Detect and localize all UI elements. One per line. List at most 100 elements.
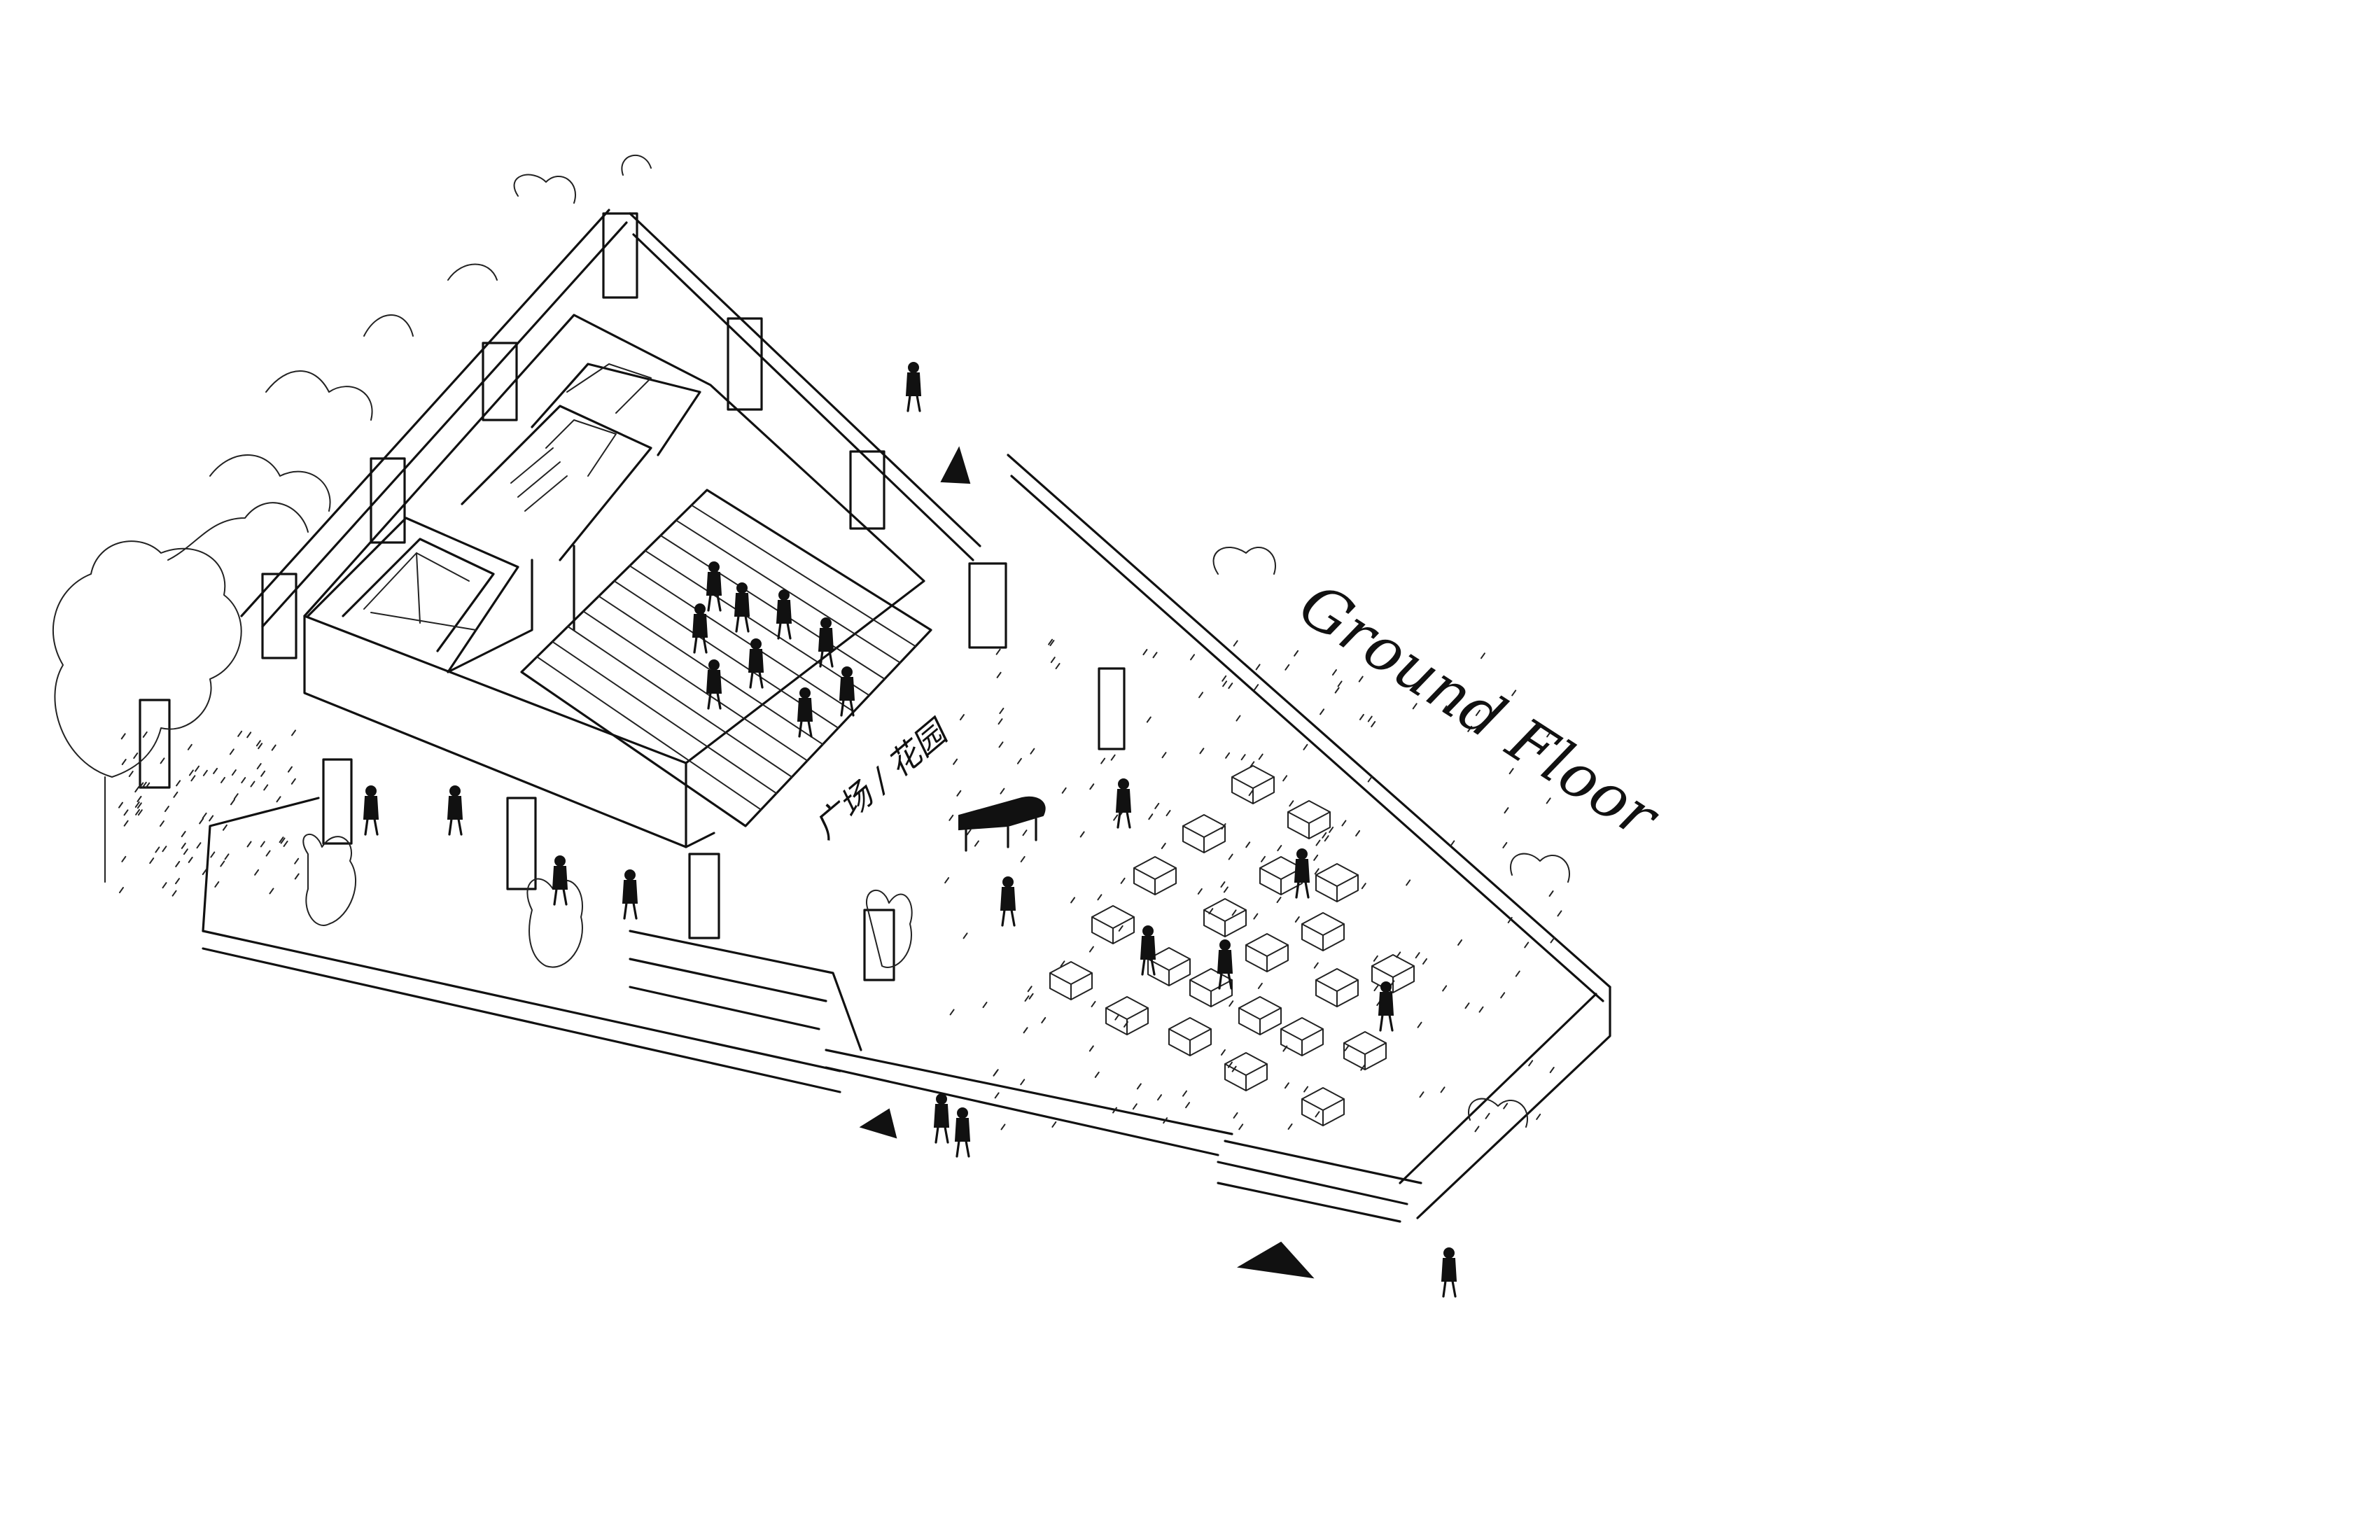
ground-tick: [265, 850, 271, 857]
ground-tick: [1208, 908, 1214, 915]
building-block: [303, 314, 925, 848]
ground-tick: [1282, 1045, 1288, 1052]
person-icon: [818, 617, 834, 668]
ground-tick: [1123, 1021, 1128, 1028]
ground-tick: [1334, 687, 1340, 694]
person-icon: [839, 666, 855, 717]
ground-tick: [290, 729, 296, 736]
ground-tick: [162, 882, 167, 889]
ground-tick: [1060, 960, 1065, 967]
trees: [52, 155, 1570, 1128]
plaza-table: [1049, 961, 1093, 1000]
ground-tick: [1221, 823, 1226, 830]
person-icon: [954, 1107, 971, 1158]
ground-tick: [260, 841, 265, 848]
plaza-table: [1238, 996, 1282, 1035]
ground-tick: [1422, 958, 1428, 965]
ground-tick: [1442, 985, 1448, 992]
ground-tick: [162, 846, 167, 853]
ground-tick: [1220, 1049, 1226, 1056]
ground-tick: [1023, 1027, 1028, 1034]
ground-tick: [175, 878, 181, 885]
ground-tick: [134, 786, 140, 793]
ground-tick: [1282, 775, 1288, 782]
ground-tick: [1536, 1113, 1541, 1120]
ground-tick: [1396, 951, 1401, 958]
ground-tick: [280, 837, 286, 844]
ground-tick: [229, 748, 234, 755]
ground-tick: [173, 791, 178, 798]
ground-tick: [1549, 1067, 1555, 1074]
ground-tick: [1091, 1000, 1096, 1007]
ground-tick: [1289, 800, 1294, 807]
ground-tick: [1337, 680, 1343, 687]
ground-tick: [1028, 993, 1034, 1000]
ground-tick: [1146, 716, 1152, 723]
plaza-table: [1091, 905, 1135, 944]
plaza-table: [1371, 954, 1415, 993]
ground-tick: [1504, 807, 1509, 814]
ground-tick: [196, 842, 202, 849]
ground-tick: [220, 776, 225, 783]
ground-tick: [258, 743, 263, 750]
ground-tick: [993, 1070, 998, 1077]
ground-tick: [137, 809, 143, 816]
ground-tick: [1163, 1117, 1168, 1124]
ground-tick: [1331, 669, 1337, 676]
ground-tick: [1161, 752, 1167, 759]
ground-tick: [997, 718, 1003, 725]
ground-tick: [136, 802, 142, 809]
ground-tick: [1314, 868, 1320, 875]
ground-tick: [141, 781, 147, 788]
ground-tick: [1089, 783, 1095, 790]
ground-tick: [1027, 986, 1032, 993]
ground-tick: [1112, 1107, 1118, 1114]
plaza-table: [1301, 912, 1345, 951]
ground-tick: [1373, 985, 1379, 992]
ground-tick: [1185, 1102, 1191, 1109]
ground-tick: [1238, 1124, 1244, 1130]
ground-tick: [1222, 675, 1227, 682]
ground-tick: [1190, 654, 1196, 661]
ground-tick: [224, 853, 230, 860]
ground-tick: [118, 802, 124, 808]
ground-tick: [230, 799, 235, 806]
person-icon: [447, 785, 463, 836]
person-icon: [905, 362, 922, 412]
ground-tick: [294, 873, 300, 880]
ground-tick: [1415, 952, 1420, 959]
ground-tick: [1120, 877, 1126, 884]
ground-tick: [1110, 754, 1116, 761]
ground-tick: [1094, 1071, 1100, 1078]
ground-tick: [1161, 842, 1166, 849]
ground-tick: [276, 796, 281, 803]
ground-tick: [1182, 1090, 1187, 1097]
ground-tick: [1220, 881, 1226, 888]
ground-tick: [1157, 1094, 1163, 1101]
ground-tick: [1322, 832, 1327, 839]
plaza-table: [1168, 1017, 1212, 1056]
ground-tick: [1199, 748, 1205, 755]
ground-tick: [123, 809, 129, 816]
ground-tick: [1329, 826, 1334, 833]
plaza-table: [1231, 765, 1275, 804]
person-icon: [1294, 848, 1310, 899]
ground-tick: [222, 824, 227, 831]
ground-floor-label: Ground Floor: [1287, 570, 1673, 854]
ground-tick: [1248, 790, 1254, 797]
ground-tick: [181, 842, 186, 849]
handwritten-note: 广场 / 花园: [806, 711, 957, 846]
person-icon: [734, 582, 750, 633]
ground-tick: [269, 888, 274, 895]
ground-tick: [123, 820, 129, 827]
ground-tick: [1255, 664, 1261, 671]
ground-tick: [246, 732, 252, 738]
ground-tick: [1258, 753, 1264, 760]
ground-tick: [949, 1009, 955, 1016]
ground-tick: [953, 758, 958, 765]
ground-tick: [1507, 916, 1513, 923]
ground-tick: [290, 778, 296, 785]
ground-tick: [1113, 814, 1119, 821]
ground-tick: [1294, 916, 1300, 923]
ground-tick: [1231, 909, 1237, 916]
